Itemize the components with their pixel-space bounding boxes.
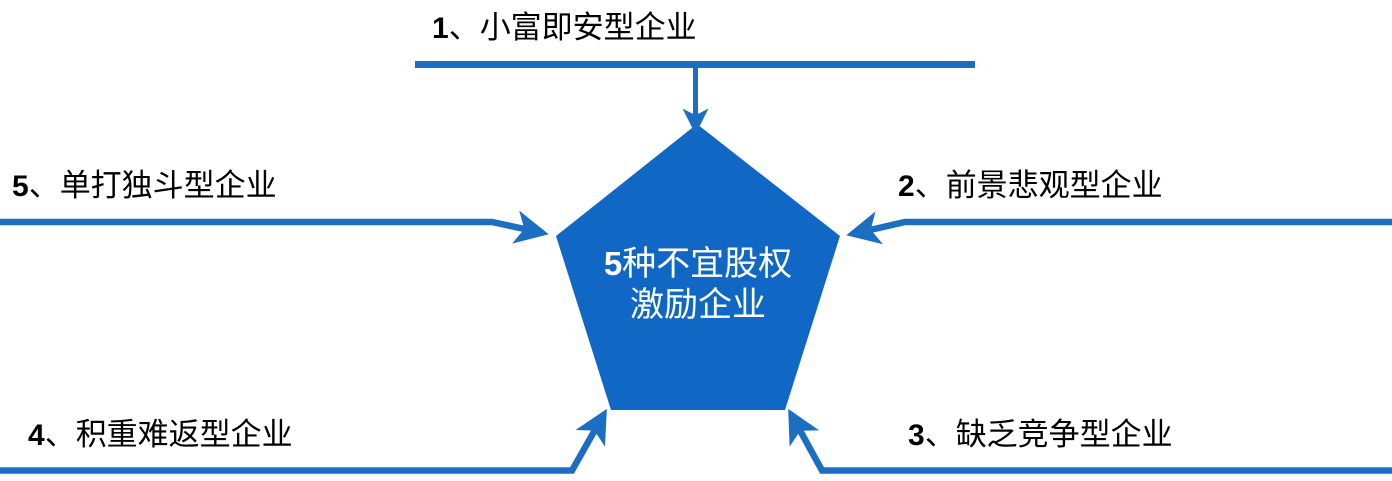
connector-bottom-right-path — [788, 408, 1392, 474]
node-index-5: 5 — [12, 170, 29, 203]
connector-right-path — [846, 211, 1392, 245]
connector-bottom-left — [0, 408, 607, 474]
node-separator-5: 、 — [28, 168, 60, 203]
node-label-4: 4、积重难返型企业 — [28, 419, 293, 451]
node-text-4: 积重难返型企业 — [75, 417, 293, 452]
node-index-3: 3 — [908, 419, 925, 452]
connector-bottom-left-path — [0, 408, 607, 474]
node-label-5: 5、单打独斗型企业 — [12, 170, 277, 202]
connector-top — [415, 61, 975, 135]
node-label-3: 3、缺乏竞争型企业 — [908, 419, 1173, 451]
center-pentagon — [556, 124, 840, 410]
node-label-1: 1、小富即安型企业 — [432, 12, 697, 44]
node-label-2: 2、前景悲观型企业 — [898, 170, 1163, 202]
node-text-1: 小富即安型企业 — [479, 10, 697, 45]
connector-left — [0, 210, 549, 244]
node-text-3: 缺乏竞争型企业 — [955, 417, 1173, 452]
connector-bottom-right — [788, 408, 1392, 474]
node-separator-4: 、 — [44, 417, 76, 452]
node-separator-2: 、 — [914, 168, 946, 203]
node-index-2: 2 — [898, 170, 915, 203]
node-separator-3: 、 — [924, 417, 956, 452]
node-separator-1: 、 — [448, 10, 480, 45]
connector-left-path — [0, 210, 549, 244]
node-text-2: 前景悲观型企业 — [945, 168, 1163, 203]
node-text-5: 单打独斗型企业 — [59, 168, 277, 203]
connector-right — [846, 211, 1392, 245]
node-index-1: 1 — [432, 12, 449, 45]
node-index-4: 4 — [28, 419, 45, 452]
